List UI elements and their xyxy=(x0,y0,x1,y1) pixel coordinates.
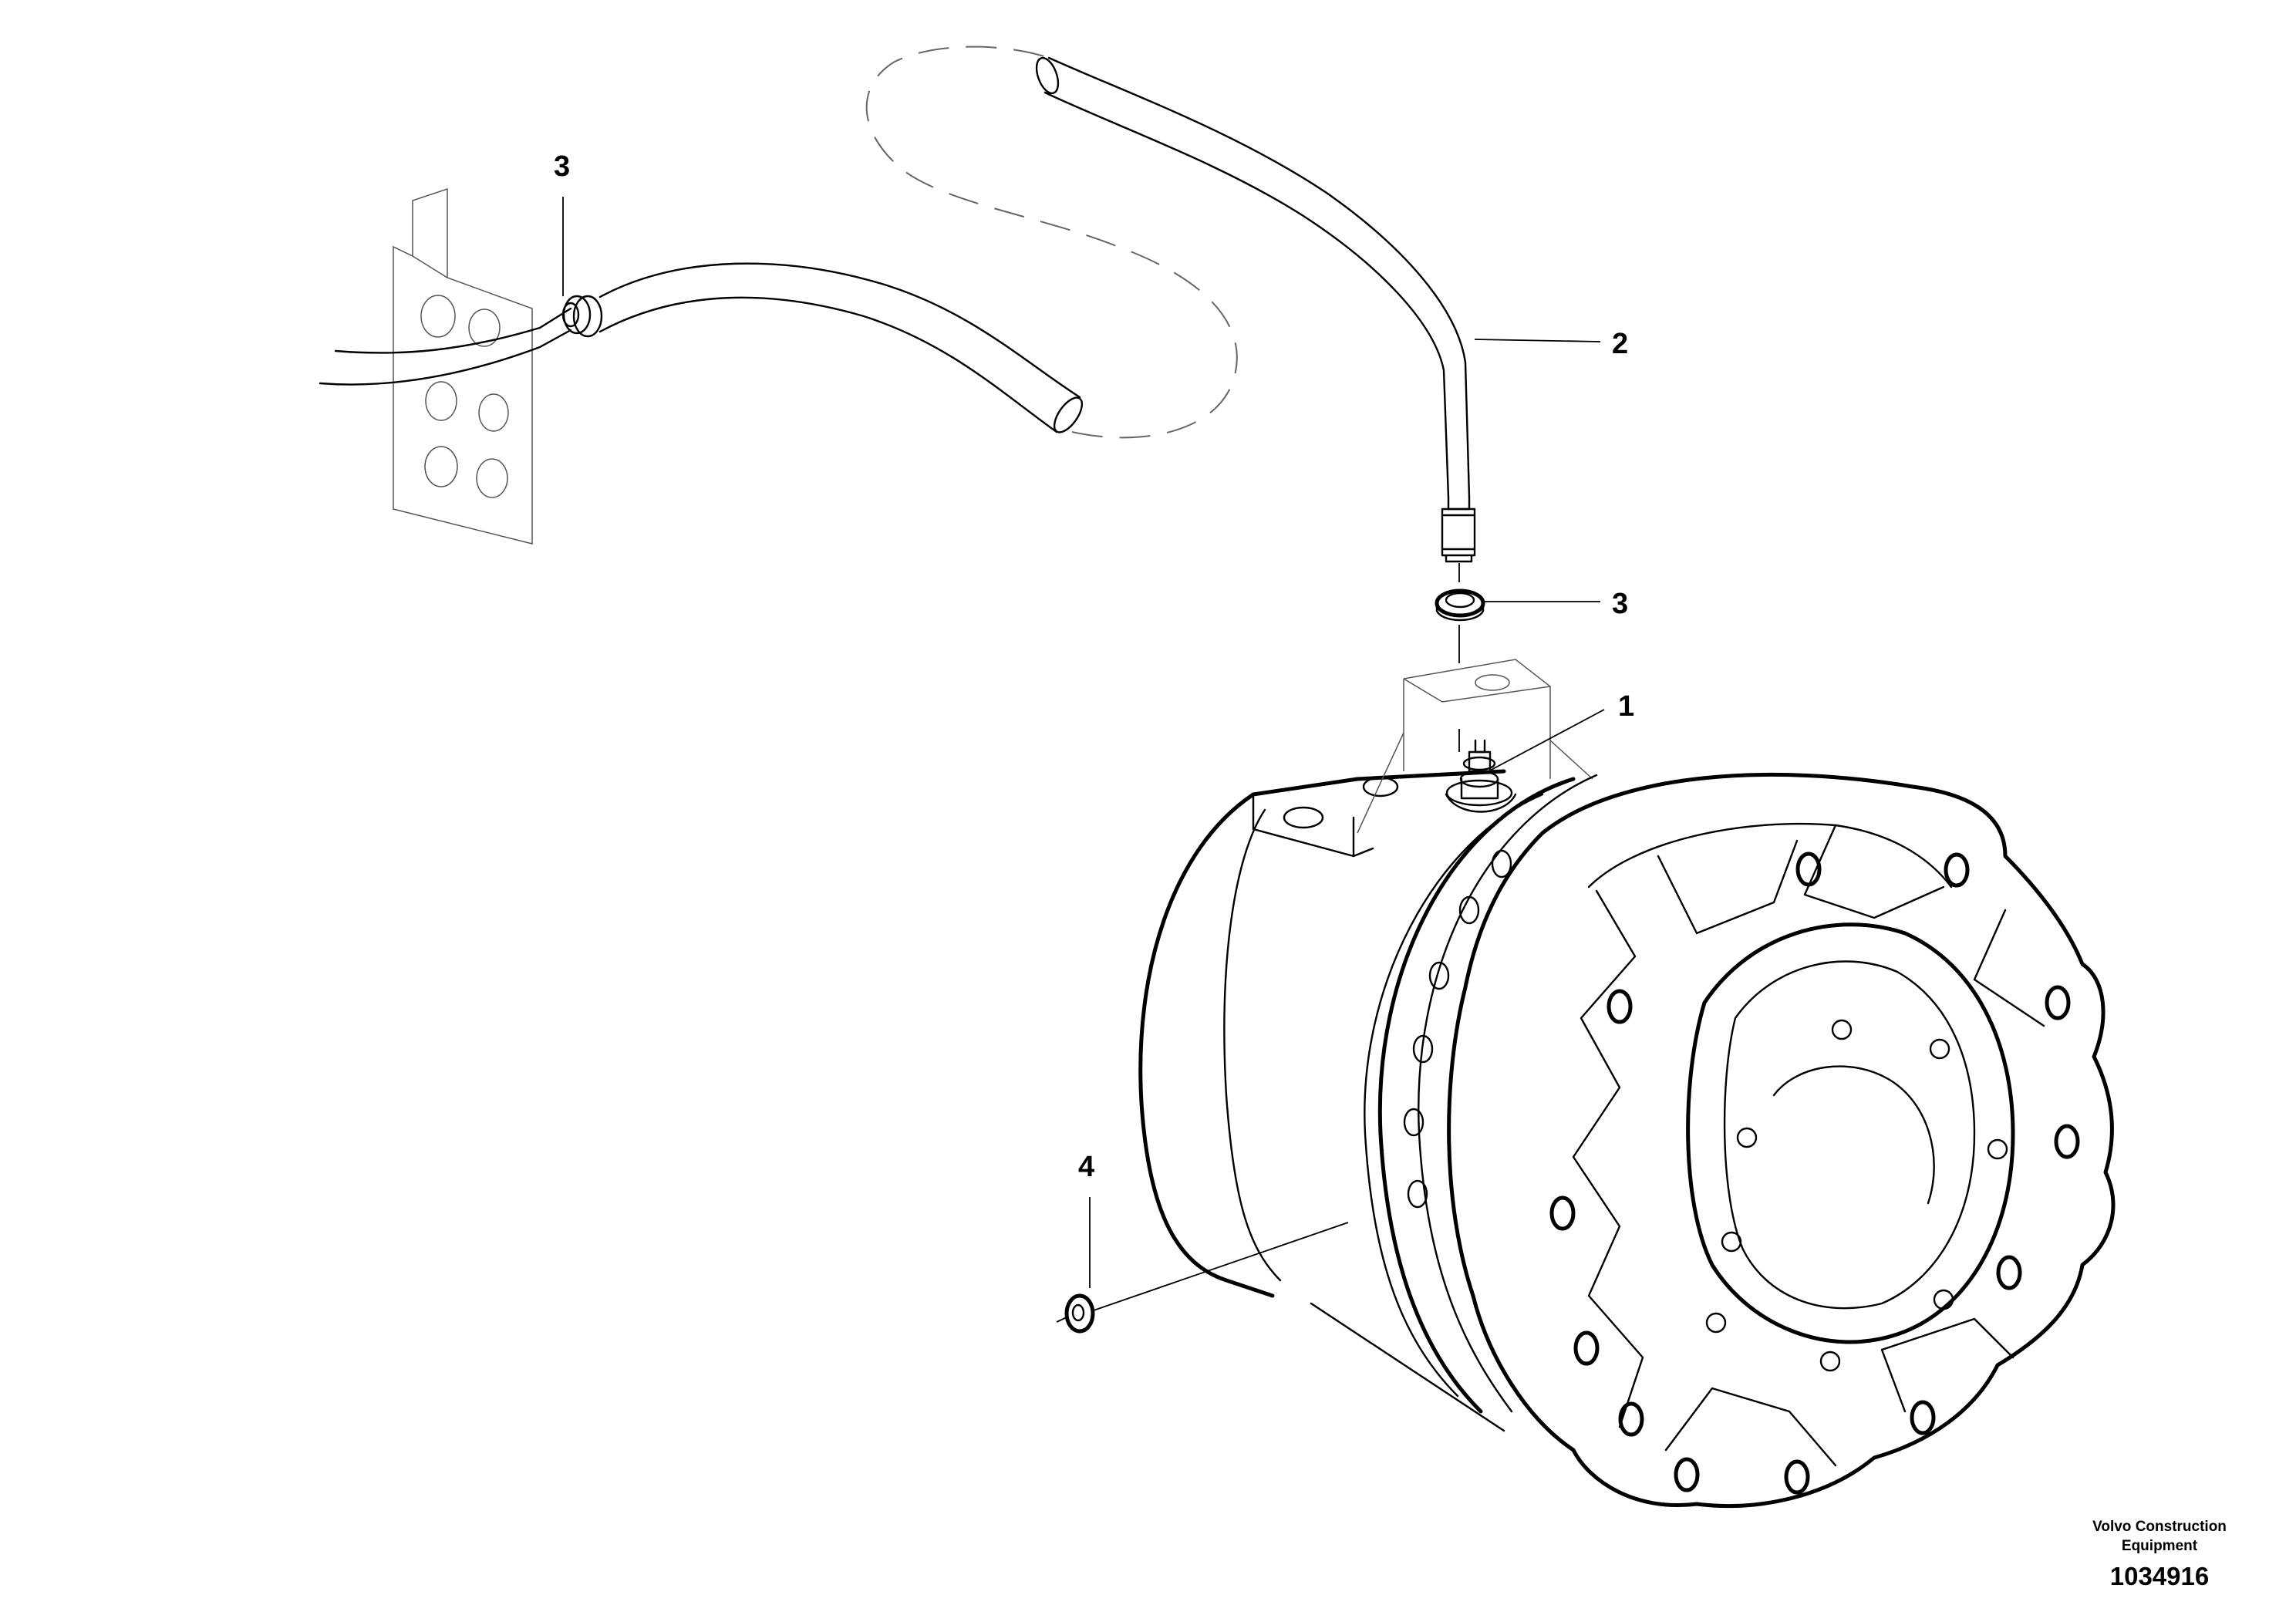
phantom-hose-routing xyxy=(865,46,1238,439)
speed-sensor-item-1 xyxy=(1445,739,1517,813)
mounting-bracket-plate xyxy=(393,187,533,545)
brand-name-line2: Equipment xyxy=(2122,1538,2198,1554)
callout-leaders xyxy=(562,197,1605,1312)
seal-washer xyxy=(1435,588,1485,622)
callout-label-3-lower: 3 xyxy=(1612,588,1628,620)
brand-name-line1: Volvo Construction xyxy=(2092,1519,2227,1535)
callout-label-1: 1 xyxy=(1618,690,1634,723)
grommet-upper xyxy=(561,295,603,338)
washer-item-4 xyxy=(1056,1293,1095,1334)
gearbox-motor-assembly xyxy=(1138,659,2116,1508)
hose-middle-segment xyxy=(598,262,1084,433)
callout-label-3-upper: 3 xyxy=(554,150,570,183)
illustration-part-number: 1034916 xyxy=(2110,1562,2209,1590)
callout-label-4: 4 xyxy=(1078,1151,1094,1183)
hose-item-2 xyxy=(1035,56,1476,563)
hose-left-segment xyxy=(319,307,572,386)
callout-label-2: 2 xyxy=(1612,328,1628,360)
